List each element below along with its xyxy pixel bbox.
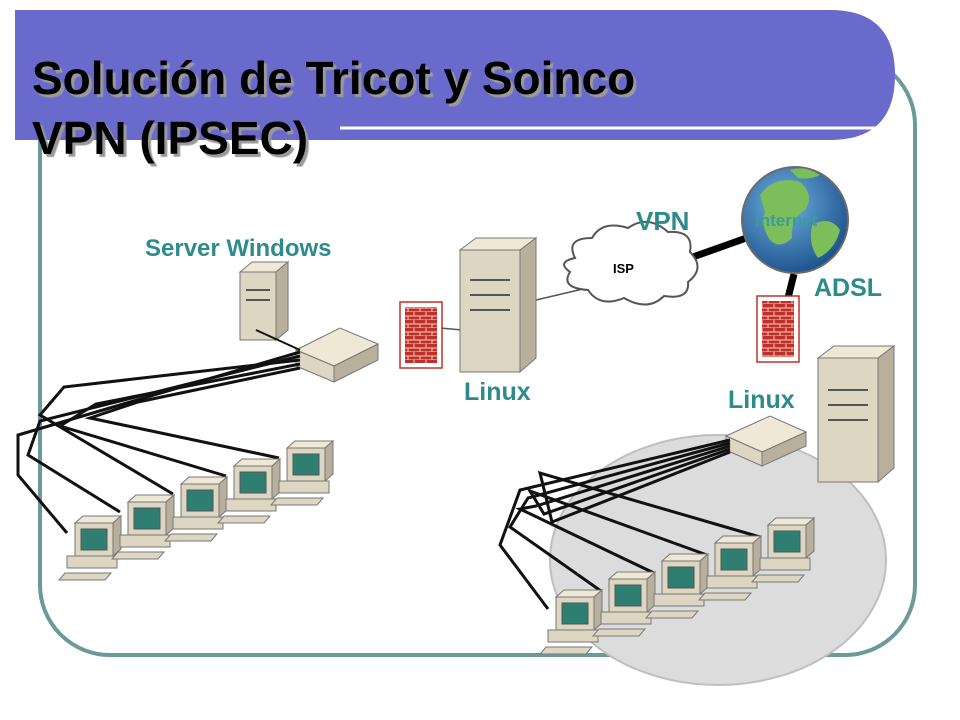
firewall-left-icon (399, 301, 443, 369)
cables-right (498, 438, 761, 610)
label-linux-left: Linux (464, 378, 531, 406)
title-line-2: VPN (IPSEC) (32, 112, 309, 164)
computer-icon (216, 457, 282, 524)
computer-icon (269, 439, 335, 506)
label-isp: ISP (613, 261, 634, 276)
computer-icon (538, 588, 604, 655)
hub-right-icon (724, 415, 808, 467)
label-linux-right: Linux (728, 386, 795, 414)
computer-icon (644, 552, 710, 619)
link-firewall-linux (439, 327, 463, 331)
hub-left-icon (294, 327, 380, 383)
globe-icon (741, 166, 849, 274)
server-windows-icon (238, 260, 290, 342)
vpn-link (688, 232, 754, 262)
computer-icon (57, 514, 123, 581)
cables-left (16, 329, 301, 534)
firewall-right-icon (756, 295, 800, 363)
computer-icon (750, 516, 816, 583)
isp-cloud-icon (563, 221, 699, 306)
computer-icon (163, 475, 229, 542)
server-linux-right-icon (816, 345, 896, 484)
label-vpn: VPN (636, 206, 690, 236)
computer-icon (110, 493, 176, 560)
label-internet: Internet (755, 211, 818, 230)
label-server-windows: Server Windows (145, 235, 332, 262)
computer-icon (591, 570, 657, 637)
computer-icon (697, 534, 763, 601)
title-bar (15, 10, 895, 140)
title-line-1: Solución de Tricot y Soinco (32, 52, 636, 104)
workstations (57, 439, 816, 655)
label-adsl: ADSL (814, 274, 883, 302)
server-linux-left-icon (458, 237, 538, 374)
